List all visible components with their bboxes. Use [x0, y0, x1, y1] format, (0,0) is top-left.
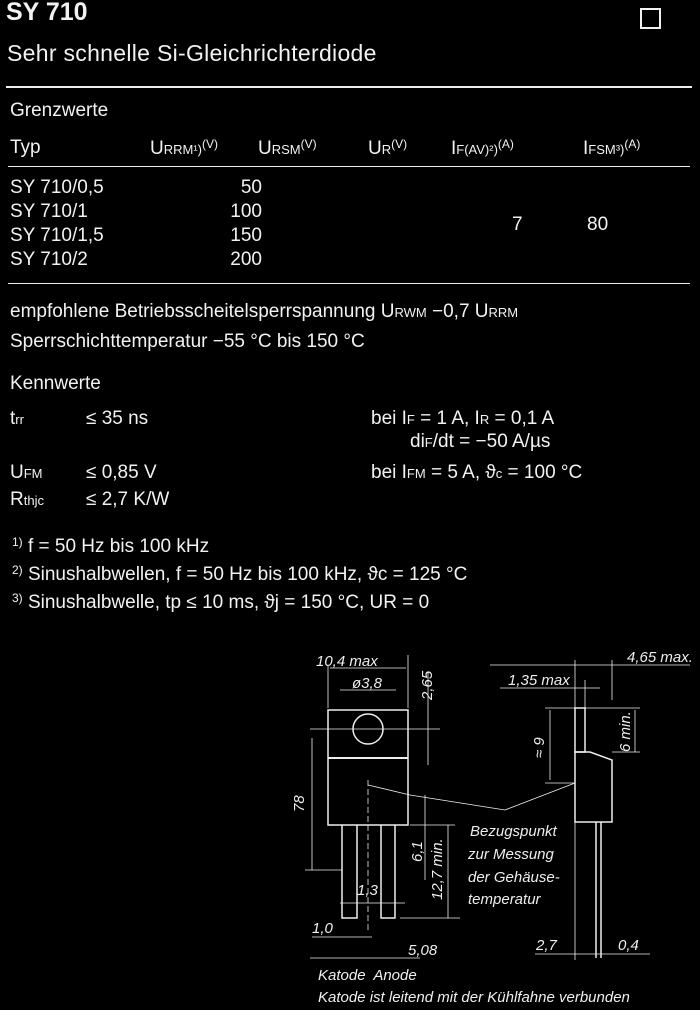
table-row-urrm: 50: [240, 177, 262, 198]
trr-symbol: trr: [10, 408, 24, 429]
col-header-ifav: IF(AV)²)(A): [451, 137, 514, 159]
table-row-typ: SY 710/0,5: [10, 177, 104, 198]
leads-front: [341, 825, 396, 919]
header-divider: [8, 166, 690, 167]
col-header-urrm: URRM¹)(V): [150, 137, 218, 159]
dim-lead-shoulder-label: 6,1: [409, 841, 426, 862]
footnote-2: 2) Sinushalbwellen, f = 50 Hz bis 100 kH…: [12, 563, 468, 585]
rthjc-symbol: Rthjc: [10, 489, 44, 510]
table-row-typ: SY 710/1,5: [10, 225, 104, 246]
recommended-voltage-note: empfohlene Betriebsscheitelsperrspannung…: [10, 301, 519, 322]
dim-lead-wide-label: 1,3: [357, 882, 379, 899]
ref-point-line: Bezugspunkt: [470, 823, 558, 840]
part-description: Sehr schnelle Si-Gleichrichterdiode: [7, 40, 377, 66]
section-heading-grenzwerte: Grenzwerte: [10, 100, 109, 121]
table-bottom-divider: [8, 283, 690, 284]
dim-height-label: 78: [291, 795, 308, 812]
dim-approx9-label: ≈ 9: [531, 737, 548, 758]
rthjc-value: ≤ 2,7 K/W: [86, 489, 170, 510]
junction-temperature-note: Sperrschichttemperatur −55 °C bis 150 °C: [10, 331, 365, 352]
col-header-typ: Typ: [10, 137, 41, 158]
dim-04-label: 0,4: [618, 937, 639, 954]
ufm-value: ≤ 0,85 V: [86, 462, 157, 483]
dim-pitch-label: 5,08: [408, 942, 438, 959]
pin-labels: Katode Anode: [318, 967, 417, 984]
ref-point-line: der Gehäuse-: [468, 869, 560, 886]
part-number-title: SY 710: [6, 0, 88, 26]
trr-condition-didt: diF/dt = −50 A/µs: [410, 431, 551, 452]
table-row-typ: SY 710/1: [10, 201, 88, 222]
dim-27-label: 2,7: [535, 937, 558, 954]
ufm-symbol: UFM: [10, 462, 43, 483]
pin-note: Katode ist leitend mit der Kühlfahne ver…: [318, 989, 630, 1006]
package-body-side: [574, 751, 613, 823]
table-row-urrm: 100: [230, 201, 262, 222]
trr-condition: bei IF = 1 A, IR = 0,1 A: [371, 408, 555, 429]
footnote-3: 3) Sinushalbwelle, tp ≤ 10 ms, ϑj = 150 …: [12, 591, 430, 613]
dim-lead-length-label: 12,7 min.: [429, 838, 446, 900]
ref-point-line: temperatur: [468, 891, 542, 908]
dim-hole-top-label: 2,65: [419, 670, 436, 701]
ifav-value: 7: [512, 214, 523, 235]
dim-hole-label: ø3,8: [352, 675, 383, 692]
dim-tab-label: 1,35 max: [508, 672, 570, 689]
trr-value: ≤ 35 ns: [86, 408, 149, 429]
checkbox[interactable]: [640, 8, 661, 29]
table-row-urrm: 150: [230, 225, 262, 246]
col-header-ur: UR(V): [368, 137, 408, 159]
dim-width-label: 10,4 max: [316, 653, 378, 670]
divider: [6, 86, 692, 88]
table-row-typ: SY 710/2: [10, 249, 88, 270]
footnote-1: 1) f = 50 Hz bis 100 kHz: [12, 535, 210, 557]
section-heading-kennwerte: Kennwerte: [10, 373, 101, 394]
ifsm-value: 80: [587, 214, 609, 235]
ufm-condition: bei IFM = 5 A, ϑc = 100 °C: [371, 462, 583, 483]
ref-point-line: zur Messung: [467, 846, 555, 863]
dim-depth-label: 4,65 max.: [627, 649, 693, 666]
table-row-urrm: 200: [230, 249, 262, 270]
lead-side: [595, 822, 602, 958]
dim-lead-width-label: 1,0: [312, 920, 334, 937]
col-header-ursm: URSM(V): [258, 137, 317, 159]
col-header-ifsm: IFSM³)(A): [583, 137, 641, 159]
dim-6min-label: 6 min.: [617, 711, 634, 752]
